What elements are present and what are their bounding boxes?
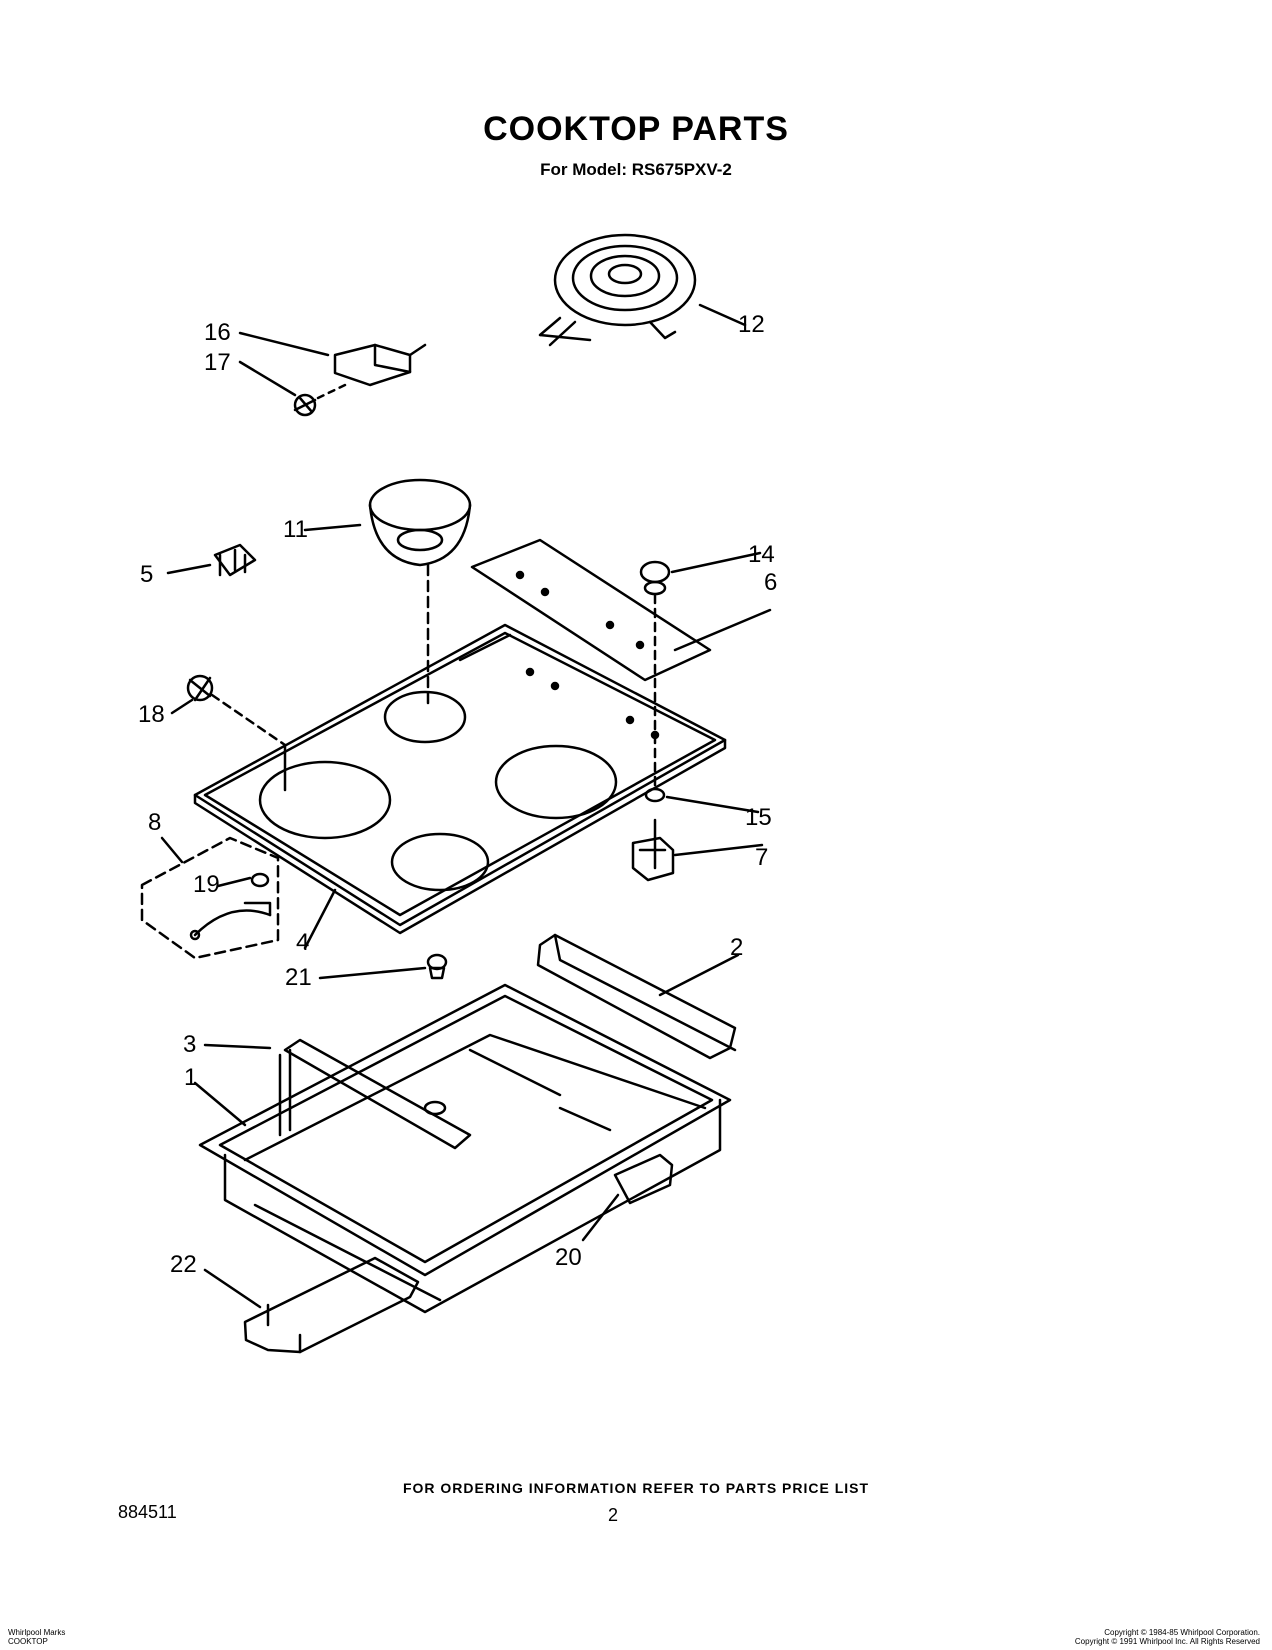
- callout-22: 22: [170, 1251, 197, 1278]
- callout-16: 16: [204, 319, 231, 346]
- callout-17: 17: [204, 349, 231, 376]
- control-panel-trim-part: [472, 540, 710, 680]
- terminal-block-part: [215, 545, 255, 575]
- footer-left: Whirlpool Marks COOKTOP: [8, 1628, 65, 1646]
- grommet-part: [646, 789, 664, 801]
- front-bracket-part: [615, 1155, 672, 1203]
- wiring-harness-part: [142, 838, 278, 958]
- callout-14: 14: [748, 541, 775, 568]
- cooktop-part: [195, 625, 725, 933]
- callout-11: 11: [283, 516, 308, 543]
- rear-bracket-part: [538, 935, 735, 1058]
- drip-bowl-part: [370, 480, 470, 565]
- plug-part: [428, 955, 446, 978]
- callout-20: 20: [555, 1244, 582, 1271]
- footer-copyright: Copyright © 1984-85 Whirlpool Corporatio…: [1075, 1628, 1260, 1646]
- callout-3: 3: [183, 1031, 196, 1058]
- surface-element-part: [540, 235, 695, 345]
- callout-1: 1: [184, 1064, 197, 1091]
- bracket-part: [335, 345, 425, 385]
- callout-19: 19: [193, 871, 220, 898]
- infinite-switch-part: [633, 820, 673, 880]
- strap-part: [280, 1040, 470, 1148]
- footer-left-line1: Whirlpool Marks: [8, 1628, 66, 1637]
- ordering-note: FOR ORDERING INFORMATION REFER TO PARTS …: [402, 1480, 870, 1496]
- callout-4: 4: [296, 929, 309, 956]
- footer-right-line1: Copyright © 1984-85 Whirlpool Corporatio…: [1104, 1628, 1260, 1637]
- callout-6: 6: [764, 569, 777, 596]
- knob-part: [641, 562, 669, 594]
- page-title: COOKTOP PARTS: [483, 110, 789, 148]
- document-part-number: 884511: [118, 1502, 177, 1522]
- callout-18: 18: [138, 701, 165, 728]
- page-number: 2: [608, 1505, 619, 1525]
- screw-part: [295, 395, 315, 415]
- mounting-strap-part: [245, 1258, 418, 1352]
- callout-5: 5: [140, 561, 153, 588]
- base-pan-part: [200, 985, 730, 1312]
- clip-part: [188, 676, 212, 700]
- callout-21: 21: [285, 964, 312, 991]
- footer-right-line2: Copyright © 1991 Whirlpool Inc. All Righ…: [1074, 1637, 1260, 1646]
- callout-12: 12: [738, 311, 765, 338]
- callout-2: 2: [730, 934, 743, 961]
- callout-8: 8: [148, 809, 161, 836]
- model-subtitle: For Model: RS675PXV-2: [540, 160, 732, 179]
- footer-left-line2: COOKTOP: [8, 1637, 48, 1646]
- callout-15: 15: [745, 804, 772, 831]
- callout-labels: 1 2 3 4 5 6 7 8 11 12 14 15 16 17 18 19 …: [138, 311, 777, 1278]
- callout-7: 7: [755, 844, 768, 871]
